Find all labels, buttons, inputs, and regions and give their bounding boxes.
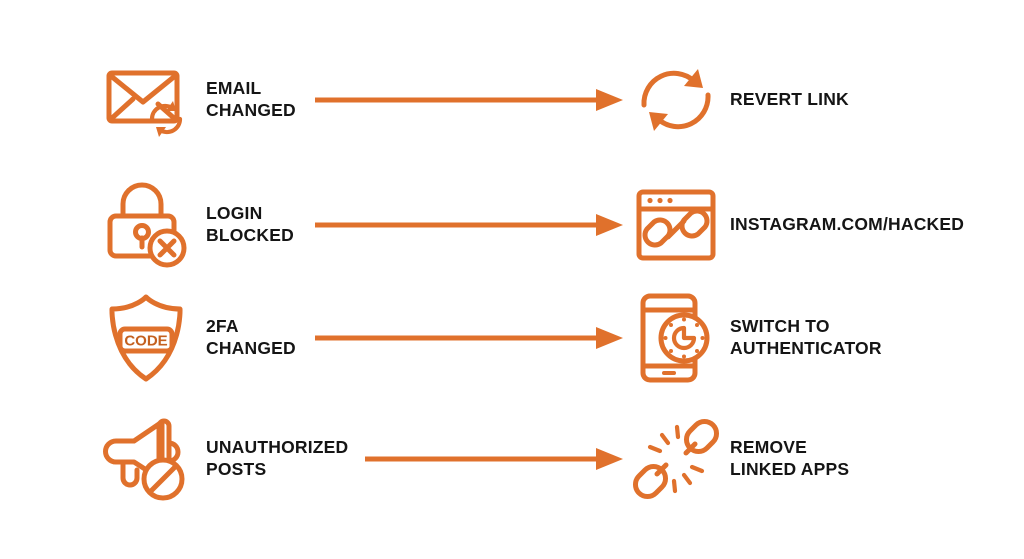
- effect-label: REMOVE LINKED APPS: [730, 437, 850, 479]
- phone-authenticator-icon: [634, 292, 718, 384]
- flow-arrow: [365, 448, 623, 470]
- cause-label: LOGIN BLOCKED: [206, 203, 294, 245]
- flow-row: EMAIL CHANGED REVERT LINK: [0, 45, 1024, 155]
- flow-row: LOGIN BLOCKED INSTAGRAM.COM/HACKED: [0, 170, 1024, 280]
- effect-label: SWITCH TO AUTHENTICATOR: [730, 316, 882, 358]
- cause-label: 2FA CHANGED: [206, 316, 296, 358]
- flow-arrow: [315, 89, 623, 111]
- refresh-cycle-icon: [634, 54, 718, 146]
- flow-arrow: [315, 327, 623, 349]
- flow-row: UNAUTHORIZED POSTS: [0, 404, 1024, 514]
- envelope-refresh-icon: [100, 54, 192, 146]
- browser-window-link-icon: [634, 179, 718, 271]
- shield-code-icon: CODE: [100, 292, 192, 384]
- flow-arrow: [315, 214, 623, 236]
- padlock-blocked-icon: [100, 179, 192, 271]
- cause-label: EMAIL CHANGED: [206, 78, 296, 120]
- effect-label: REVERT LINK: [730, 89, 849, 110]
- cause-label: UNAUTHORIZED POSTS: [206, 437, 349, 479]
- broken-chain-link-icon: [633, 413, 719, 505]
- shield-code-text: CODE: [124, 333, 167, 350]
- megaphone-banned-icon: [100, 413, 192, 505]
- effect-label: INSTAGRAM.COM/HACKED: [730, 214, 965, 235]
- flow-row: CODE 2FA CHANGED: [0, 283, 1024, 393]
